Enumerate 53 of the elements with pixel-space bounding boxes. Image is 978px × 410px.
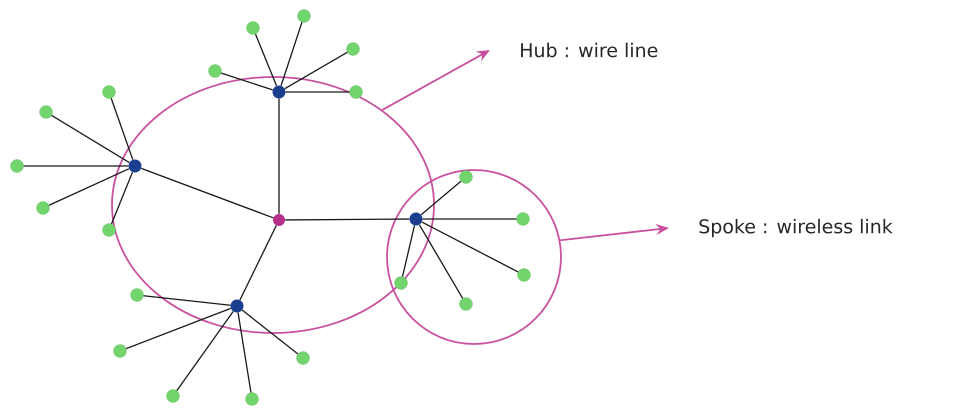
link-line	[239, 225, 277, 300]
network-node	[273, 214, 285, 226]
circle-outline	[386, 169, 562, 345]
link-line	[110, 172, 134, 224]
network-node	[517, 268, 531, 282]
link-line	[237, 312, 252, 393]
network-node	[297, 9, 311, 23]
network-node	[102, 85, 116, 99]
link-line	[110, 98, 134, 160]
network-node	[459, 297, 473, 311]
link-line	[176, 311, 234, 391]
network-node	[459, 170, 473, 184]
network-node	[410, 212, 422, 226]
network-node	[36, 201, 50, 215]
link-line	[51, 114, 130, 164]
label-text: Spoke : wireless link	[699, 218, 893, 238]
network-node	[130, 288, 144, 302]
link-line	[286, 91, 350, 93]
network-node	[113, 344, 127, 358]
link-line	[141, 168, 274, 218]
link-line	[278, 98, 280, 214]
network-node	[208, 64, 222, 78]
link-line	[126, 308, 231, 350]
link-line	[284, 52, 348, 90]
link-line	[24, 165, 128, 167]
network-node	[349, 85, 363, 99]
link-line	[144, 295, 230, 306]
label-text: Hub : wire line	[521, 42, 658, 58]
link-line	[242, 310, 298, 354]
network-node	[394, 276, 408, 290]
network-node	[272, 86, 286, 98]
network-node	[10, 159, 24, 173]
ellipse-outline	[111, 76, 435, 334]
link-line	[221, 72, 273, 91]
network-node	[166, 389, 180, 403]
network-node	[128, 160, 142, 172]
network-node	[346, 42, 360, 56]
network-node	[296, 351, 310, 365]
network-node	[39, 105, 53, 119]
link-line	[420, 180, 462, 216]
link-line	[285, 218, 410, 221]
link-line	[48, 168, 130, 206]
network-node	[102, 223, 116, 237]
network-node	[230, 300, 244, 312]
link-line	[422, 222, 518, 273]
network-node	[246, 21, 260, 35]
link-line	[402, 225, 416, 277]
link-line	[418, 224, 464, 299]
link-line	[422, 218, 516, 220]
link-line	[254, 34, 278, 86]
link-line	[280, 22, 303, 86]
network-node	[516, 212, 530, 226]
network-node	[245, 392, 259, 406]
